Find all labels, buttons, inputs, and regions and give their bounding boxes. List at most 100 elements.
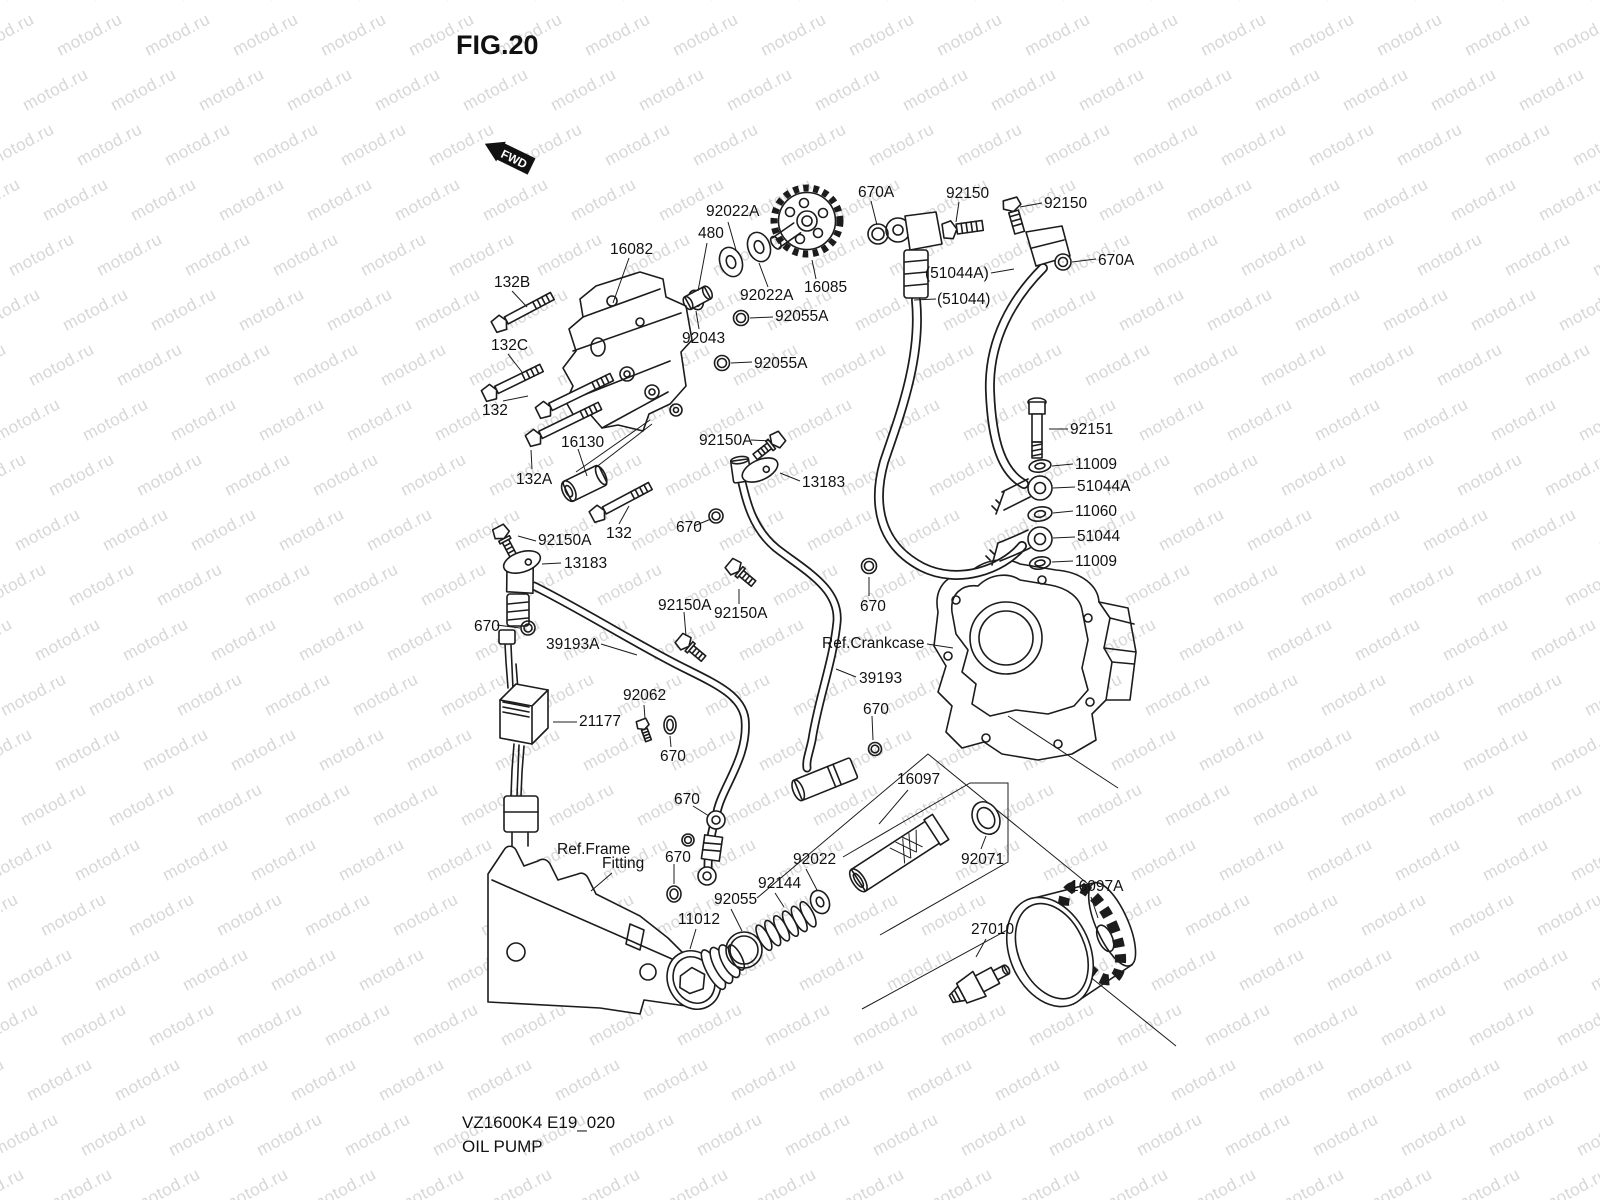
part-label: 16097	[897, 771, 941, 788]
part-label: 92022A	[740, 287, 794, 304]
o-ring-670A-left	[868, 224, 888, 244]
part-label: 92022A	[706, 203, 760, 220]
part-label: 132	[482, 402, 508, 419]
fwd-arrow-badge: FWD	[484, 141, 536, 175]
banjo-eye-51044A	[992, 476, 1052, 514]
part-label: 92062	[623, 687, 667, 704]
part-label: 51044	[1077, 528, 1121, 545]
part-label: 670	[474, 618, 500, 635]
hose-elbow-fitting-right	[1026, 226, 1071, 270]
seal-92071-drawing	[967, 797, 1006, 839]
part-label: 92150A	[699, 432, 753, 449]
part-label: 92151	[1070, 421, 1114, 438]
part-label: 92071	[961, 851, 1005, 868]
washer-11060	[1027, 505, 1053, 523]
part-label: 670	[860, 598, 886, 615]
plate-13183-right	[739, 453, 782, 487]
banjo-bolt-92150-left	[942, 217, 984, 240]
leader-lines	[497, 201, 1098, 957]
part-label: 132B	[494, 274, 531, 291]
bolt-132-upper-drawing	[534, 370, 615, 420]
part-label: 11060	[1075, 503, 1117, 520]
part-label: 670	[674, 791, 700, 808]
figure-title: FIG.20	[456, 30, 539, 60]
part-label: (51044A)	[925, 265, 989, 282]
o-rings-670	[521, 509, 882, 902]
part-label: Ref.Crankcase	[822, 635, 925, 652]
plug-11012-drawing	[657, 929, 755, 1019]
part-label: 92055	[714, 891, 758, 908]
model-code-text: VZ1600K4 E19_020	[462, 1113, 616, 1132]
bolt-132A-drawing	[524, 399, 603, 448]
part-label: 92150A	[714, 605, 768, 622]
part-label: Fitting	[602, 855, 645, 872]
spring-92144-drawing	[753, 900, 819, 953]
part-label: 670	[676, 519, 702, 536]
washer-92022A-left	[716, 244, 747, 280]
bolt-92150A-4	[724, 557, 759, 590]
hose-elbow-fitting-left	[886, 212, 942, 298]
banjo-bolt-92150-right	[1001, 197, 1028, 236]
frame-fitting-bracket-drawing	[488, 846, 692, 1014]
part-label: 92150	[946, 185, 990, 202]
plate-13183-left	[501, 547, 543, 578]
connector-21177-drawing	[499, 630, 548, 846]
part-label: 21177	[579, 713, 621, 730]
bolt-92150A-3	[674, 632, 709, 665]
o-ring-92055A-upper	[734, 311, 749, 326]
bolt-132-lower-drawing	[588, 479, 654, 524]
collar-16130-drawing	[559, 464, 610, 504]
part-label: 13183	[564, 555, 608, 572]
oil-filter-16097A-drawing	[990, 866, 1150, 1021]
bolt-132B-drawing	[490, 289, 556, 334]
pressure-switch-27010-drawing	[945, 956, 1016, 1011]
part-label: 27010	[971, 921, 1015, 938]
o-ring-92055-drawing	[726, 932, 762, 968]
part-label: 480	[698, 225, 724, 242]
bolt-92150A-1	[750, 430, 787, 464]
part-label: 16085	[804, 279, 848, 296]
o-ring-92055A-lower	[715, 356, 730, 371]
washer-11009-top	[1028, 458, 1052, 474]
part-label: 92150A	[538, 532, 592, 549]
part-label: 132	[606, 525, 632, 542]
part-label: 16097A	[1070, 878, 1124, 895]
washer-11009-bottom	[1029, 555, 1052, 570]
part-label: 132C	[491, 337, 529, 354]
part-label: 16082	[610, 241, 654, 258]
part-label: 670A	[1098, 252, 1135, 269]
bolt-132C-drawing	[480, 361, 545, 403]
part-label: 11009	[1075, 456, 1117, 473]
figure-name-text: OIL PUMP	[462, 1137, 543, 1156]
part-label: 92055A	[775, 308, 829, 325]
part-label: Ref.Frame	[557, 841, 631, 858]
oil-hose-51044-drawing	[879, 300, 1022, 575]
part-label: 13183	[802, 474, 846, 491]
washer-92022A-right	[744, 229, 775, 265]
oil-hose-51044A-drawing	[990, 268, 1043, 484]
oil-pump-16082-drawing	[563, 272, 692, 478]
collar-92043-drawing	[681, 285, 714, 311]
part-label: 670	[660, 748, 686, 765]
part-label: 92055A	[754, 355, 808, 372]
part-label: 51044A	[1077, 478, 1131, 495]
bolt-92151-drawing	[1028, 398, 1046, 458]
part-label: 92043	[682, 330, 726, 347]
part-label: 670A	[858, 184, 895, 201]
part-label: 16130	[561, 434, 605, 451]
part-label: 11012	[678, 911, 720, 928]
bolt-92150A-2	[491, 523, 521, 561]
strainer-16097-drawing	[845, 814, 949, 896]
washer-92022-drawing	[807, 887, 833, 916]
part-label: 39193A	[546, 636, 600, 653]
part-label: 92022	[793, 851, 837, 868]
part-label: 11009	[1075, 553, 1117, 570]
oil-pipe-39193-drawing	[730, 455, 858, 802]
part-label: 670	[863, 701, 889, 718]
part-label: 670	[665, 849, 691, 866]
part-label: 132A	[516, 471, 553, 488]
gear-16085-drawing	[769, 188, 840, 254]
